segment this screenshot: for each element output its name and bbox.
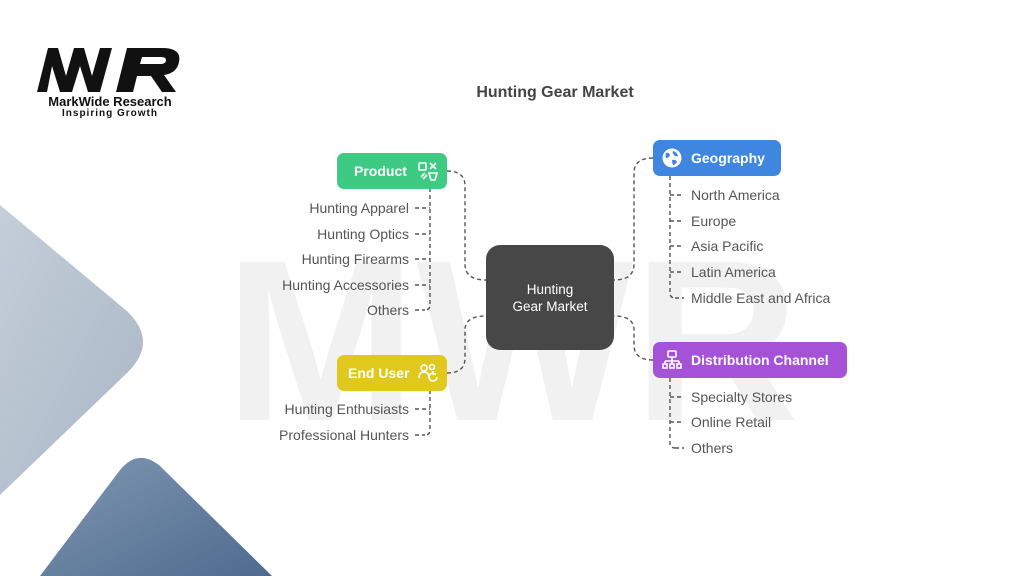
center-node-line-2: Gear Market: [512, 298, 588, 314]
category-product: Product: [337, 153, 447, 189]
bg-shape-light: [0, 205, 143, 495]
product-item: Hunting Accessories: [282, 277, 409, 293]
category-end-user: End User: [337, 355, 447, 391]
distribution-item: Others: [691, 440, 734, 456]
geography-item: Asia Pacific: [691, 238, 764, 254]
end-user-item: Hunting Enthusiasts: [284, 401, 409, 417]
brand-name: MarkWide Research: [48, 94, 172, 109]
center-node: Hunting Gear Market: [486, 245, 614, 350]
diagram-title: Hunting Gear Market: [476, 84, 634, 101]
distribution-item: Specialty Stores: [691, 389, 793, 405]
product-item: Hunting Optics: [317, 226, 409, 242]
geography-item: North America: [691, 187, 780, 203]
category-geography-label: Geography: [691, 150, 765, 166]
brand-tagline: Inspiring Growth: [62, 108, 158, 119]
category-product-label: Product: [354, 163, 407, 179]
network-icon: [661, 349, 683, 371]
brand-logo: [37, 48, 180, 92]
product-item: Hunting Firearms: [301, 251, 409, 267]
product-item: Others: [366, 302, 409, 318]
category-distribution-channel-label: Distribution Channel: [691, 352, 829, 368]
center-node-line-1: Hunting: [526, 281, 574, 297]
geography-item: Europe: [691, 213, 737, 229]
product-icon: [417, 160, 439, 182]
product-item: Hunting Apparel: [309, 200, 409, 216]
category-geography: Geography: [653, 140, 781, 176]
geography-item: Middle East and Africa: [691, 290, 831, 306]
end-user-item: Professional Hunters: [279, 427, 409, 443]
globe-icon: [661, 147, 683, 169]
bg-shape-dark: [40, 457, 272, 576]
category-distribution-channel: Distribution Channel: [653, 342, 847, 378]
distribution-item: Online Retail: [691, 414, 772, 430]
users-icon: [417, 362, 439, 384]
category-end-user-label: End User: [348, 365, 410, 381]
geography-item: Latin America: [691, 264, 776, 280]
